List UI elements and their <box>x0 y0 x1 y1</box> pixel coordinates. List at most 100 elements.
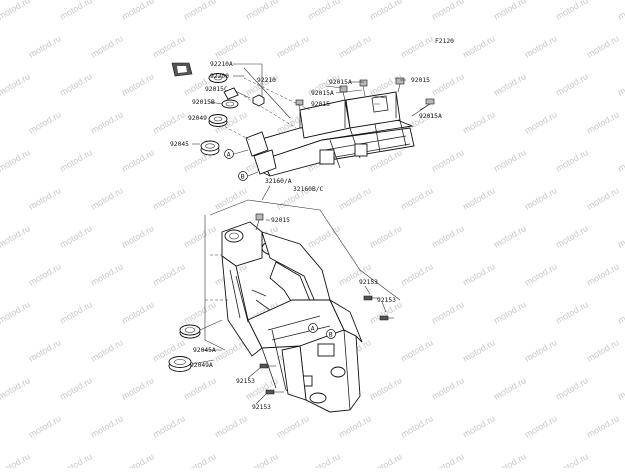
watermark: motod.ru <box>58 375 94 401</box>
watermark: motod.ru <box>0 451 32 468</box>
watermark: motod.ru <box>244 0 280 22</box>
watermark: motod.ru <box>554 375 590 401</box>
main-frame-drawing <box>204 199 401 413</box>
watermark: motod.ru <box>616 0 625 22</box>
steering-bearing-parts <box>171 62 265 156</box>
watermark: motod.ru <box>27 33 63 59</box>
watermark: motod.ru <box>461 413 497 439</box>
callout-b: B <box>241 174 245 181</box>
watermark: motod.ru <box>0 147 32 173</box>
watermark: motod.ru <box>27 261 63 287</box>
watermark: motod.ru <box>151 185 187 211</box>
watermark: motod.ru <box>337 413 373 439</box>
watermark: motod.ru <box>182 223 218 249</box>
watermark: motod.ru <box>89 337 125 363</box>
watermark: motod.ru <box>0 0 32 22</box>
watermark: motod.ru <box>89 185 125 211</box>
watermark: motod.ru <box>120 0 156 22</box>
watermark: motod.ru <box>430 71 466 97</box>
watermark: motod.ru <box>492 451 528 468</box>
watermark: motod.ru <box>399 33 435 59</box>
watermark: motod.ru <box>523 337 559 363</box>
watermark: motod.ru <box>399 185 435 211</box>
watermark: motod.ru <box>151 109 187 135</box>
watermark: motod.ru <box>306 223 342 249</box>
part-label: 92015 <box>271 217 290 224</box>
watermark: motod.ru <box>58 0 94 22</box>
diagram-code: F2120 <box>435 38 454 45</box>
watermark: motod.ru <box>616 375 625 401</box>
watermark: motod.ru <box>430 0 466 22</box>
watermark: motod.ru <box>585 109 621 135</box>
watermark: motod.ru <box>461 261 497 287</box>
part-label: 92153 <box>377 297 396 304</box>
watermark: motod.ru <box>523 109 559 135</box>
watermark: motod.ru <box>120 71 156 97</box>
watermark: motod.ru <box>492 223 528 249</box>
watermark: motod.ru <box>554 0 590 22</box>
part-label: 92045 <box>170 141 189 148</box>
watermark: motod.ru <box>368 0 404 22</box>
callout-a: A <box>227 152 231 159</box>
watermark: motod.ru <box>58 147 94 173</box>
part-label: 92210A <box>210 61 233 68</box>
part-label: 92015A <box>329 79 352 86</box>
watermark: motod.ru <box>89 413 125 439</box>
watermark: motod.ru <box>585 185 621 211</box>
part-label: 32160/A <box>265 178 292 185</box>
subframe-leaders <box>192 63 431 145</box>
watermark: motod.ru <box>368 375 404 401</box>
watermark: motod.ru <box>58 71 94 97</box>
watermark: motod.ru <box>0 299 32 325</box>
watermark: motod.ru <box>430 375 466 401</box>
part-label: 92210 <box>257 77 276 84</box>
watermark: motod.ru <box>430 147 466 173</box>
watermark: motod.ru <box>58 451 94 468</box>
watermark: motod.ru <box>337 185 373 211</box>
watermark: motod.ru <box>430 299 466 325</box>
watermark: motod.ru <box>616 147 625 173</box>
watermark: motod.ru <box>554 451 590 468</box>
watermark: motod.ru <box>492 147 528 173</box>
watermark: motod.ru <box>213 413 249 439</box>
watermark: motod.ru <box>182 375 218 401</box>
main-frame-bolts <box>255 213 394 395</box>
watermark: motod.ru <box>151 33 187 59</box>
watermark: motod.ru <box>523 261 559 287</box>
watermark: motod.ru <box>213 185 249 211</box>
part-label: 92015 <box>411 77 430 84</box>
watermark: motod.ru <box>58 223 94 249</box>
watermark: motod.ru <box>0 375 32 401</box>
watermark: motod.ru <box>182 299 218 325</box>
watermark: motod.ru <box>523 413 559 439</box>
watermark: motod.ru <box>89 109 125 135</box>
main-frame-leaders <box>247 219 387 405</box>
labels-lower: 92015 92153 92153 92045A 92049A 92153 92… <box>190 217 396 411</box>
watermark: motod.ru <box>120 299 156 325</box>
part-label: 92015 <box>311 101 330 108</box>
watermark: motod.ru <box>523 33 559 59</box>
watermark: motod.ru <box>27 413 63 439</box>
subframe-drawing <box>245 77 435 177</box>
part-label: 92015C <box>205 86 228 93</box>
watermark: motod.ru <box>616 451 625 468</box>
watermark: motod.ru <box>182 451 218 468</box>
watermark: motod.ru <box>120 223 156 249</box>
watermark: motod.ru <box>0 223 32 249</box>
callout-a: A <box>311 326 315 333</box>
labels-upper: 92210A 92200 92210 92015C 92015B 92049 9… <box>170 61 442 148</box>
watermark: motod.ru <box>554 147 590 173</box>
watermark: motod.ru <box>27 337 63 363</box>
part-label: 92200 <box>210 73 229 80</box>
watermark: motod.ru <box>461 337 497 363</box>
watermark: motod.ru <box>89 33 125 59</box>
part-label: 32160B/C <box>293 186 324 193</box>
watermark: motod.ru <box>492 71 528 97</box>
watermark: motod.ru <box>399 337 435 363</box>
watermark: motod.ru <box>585 413 621 439</box>
watermark: motod.ru <box>585 337 621 363</box>
watermark: motod.ru <box>399 413 435 439</box>
watermark: motod.ru <box>368 451 404 468</box>
